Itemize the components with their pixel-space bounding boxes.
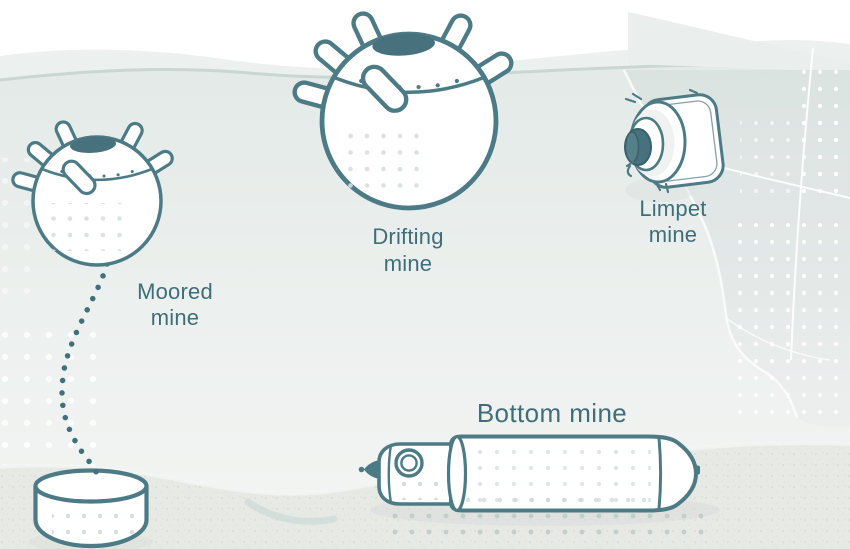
bottom-mine-dome-seam xyxy=(657,437,662,510)
drifting-mine-label-line1: Drifting xyxy=(372,224,444,249)
seabed-dots-under-mine xyxy=(390,512,706,538)
bottom-mine-body-dots xyxy=(466,448,651,504)
hull-above-water xyxy=(628,12,850,72)
drifting-mine-label-line2: mine xyxy=(383,251,433,276)
limpet-clamps xyxy=(624,88,699,194)
bottom-mine-ring-outer xyxy=(394,448,424,478)
drifting-mine-dots xyxy=(336,130,428,192)
moored-mine-label-line1: Moored xyxy=(137,279,213,304)
limpet-mine xyxy=(624,88,725,202)
bottom-mine-nose-dots xyxy=(394,474,450,500)
moored-mine-label-line2: mine xyxy=(150,305,200,330)
anchor-dots xyxy=(52,504,144,538)
limpet-mine-label: Limpet mine xyxy=(613,196,733,248)
limpet-mine-label-line2: mine xyxy=(648,222,698,247)
bottom-mine-nose-seam xyxy=(387,444,393,504)
bottom-mine-nub-tip xyxy=(358,466,365,473)
moored-mine xyxy=(9,117,177,267)
drifting-mine xyxy=(292,10,514,208)
bottom-mine-left-nub xyxy=(364,460,380,479)
bottom-mine-endcap xyxy=(446,434,468,513)
drifting-mine-label: Drifting mine xyxy=(348,223,468,277)
bottom-mine-ring-inner xyxy=(400,454,418,472)
hull-rivets-lower xyxy=(737,215,850,415)
bottom-mine xyxy=(358,434,706,538)
moored-mine-label: Moored mine xyxy=(115,279,235,331)
seabed-swoosh xyxy=(244,498,338,525)
hull-rivets-mid xyxy=(740,110,850,205)
bottom-mine-body-dots-dark xyxy=(466,497,651,509)
moored-mine-dots xyxy=(46,203,122,251)
bottom-mine-label: Bottom mine xyxy=(476,398,628,428)
limpet-knob-face xyxy=(624,131,640,163)
mooring-chain xyxy=(59,261,110,484)
limpet-mine-label-line1: Limpet xyxy=(639,196,707,221)
anchor-weight xyxy=(33,468,149,549)
